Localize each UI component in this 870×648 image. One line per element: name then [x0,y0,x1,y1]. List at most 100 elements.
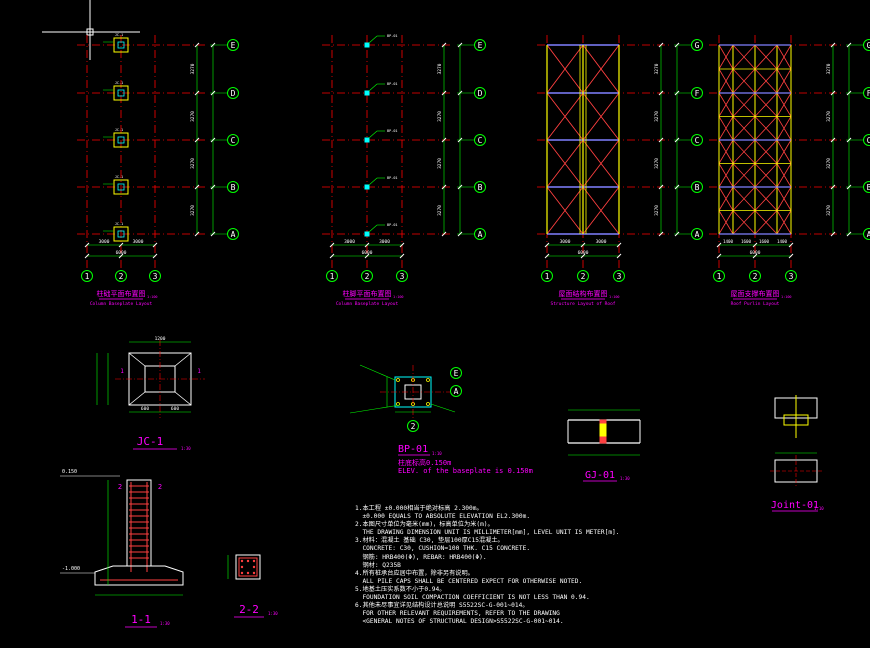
row-axis-B-circle [863,181,870,193]
note-line: 1.本工程 ±0.000相当于绝对标高 2.300m。 [355,505,483,512]
dim-text: 3270 [190,205,196,216]
baseplate [364,184,370,190]
row-axis-G-circle [691,39,703,51]
detail-scale: 1:10 [432,451,442,456]
detail-title-gj01: GJ-01 [585,470,615,481]
detail-scale: 1:30 [620,476,630,481]
purlin-brace [732,210,756,235]
note-line: 4.所有桩承台应居中布置，除非另有说明。 [355,569,474,577]
dim-tick [399,253,405,259]
col-axis-2-circle [361,270,373,282]
dim-text: 3270 [826,63,832,74]
dim-tick [399,242,405,248]
anchor-bolt [426,378,430,382]
dim-text: 3270 [654,111,660,122]
column-pier [117,41,125,49]
row-axis-B-circle [691,181,703,193]
row-axis-A-circle [227,228,239,240]
dim-tick [441,137,447,143]
note-line: ALL PILE CAPS SHALL BE CENTERED EXPECT F… [355,577,583,585]
dim-tick [210,42,216,48]
row-axis-D-label: D [231,89,236,98]
roof-brace [582,44,620,94]
leader [368,35,378,44]
row-axis-C-label: C [867,136,870,145]
dim-tick [194,184,200,190]
purlin-brace [732,68,756,94]
purlin-brace [732,139,756,164]
section-mark: 2 [118,483,122,491]
dim-tick [616,242,622,248]
rebar-dot [246,559,250,563]
plan-title-cn: 柱脚平面布置图 [343,289,392,298]
col-axis-2-label: 2 [365,272,370,281]
row-axis-B-label: B [695,183,700,192]
dim-tick [674,137,680,143]
row-axis-A-label: A [695,230,700,239]
pile-cap-tag: JC-1 [115,222,123,226]
col-axis-2-label: 2 [753,272,758,281]
baseplate-tag: BP-01 [387,34,398,38]
dim-tick [441,184,447,190]
dim-tick [364,242,370,248]
row-axis-F-label: F [867,89,870,98]
purlin-brace [732,44,756,70]
dim-text: 1400 [777,239,788,244]
dim-tick [752,242,758,248]
section-mark: 1 [197,368,201,375]
leader [368,224,378,233]
purlin-brace [776,116,792,141]
dim-tick [830,90,836,96]
baseplate [364,137,370,143]
plan-title-scale: 1:100 [393,295,404,299]
note-line: ±0.000 EQUALS TO ABSOLUTE ELEVATION EL2.… [355,513,531,521]
detail-joint01: Joint-011:10 [770,395,824,512]
dim-tick [788,253,794,259]
column-pier [117,183,125,191]
chamfer [174,352,192,367]
baseplate [364,42,370,48]
row-axis-C-circle [227,134,239,146]
dim-tick [846,184,852,190]
col-axis-3-circle [613,270,625,282]
dim-tick [118,253,124,259]
footing-section [94,565,184,586]
dim-tick [658,137,664,143]
dim-text: 3270 [437,205,443,216]
rebar-dot [252,559,256,563]
col-axis-3-label: 3 [617,272,622,281]
dim-tick [329,242,335,248]
plan-title-cn: 屋面结构布置图 [559,289,608,298]
column-pier [117,89,125,97]
col-axis-3-label: 3 [789,272,794,281]
col-axis-1-label: 1 [85,272,90,281]
bp-axis-e-circle [450,367,462,379]
dim-tick [716,242,722,248]
purlin-brace [776,210,792,235]
detail-scale: 1:30 [160,621,170,626]
dim-tick [118,242,124,248]
dim-text: 3000 [133,239,144,245]
row-axis-E-label: E [478,41,483,50]
dim-tick [580,242,586,248]
purlin-brace [718,163,734,188]
bp-axis-a-circle [450,385,462,397]
purlin-brace [776,139,792,164]
plan-title-cn: 柱础平面布置图 [97,289,146,298]
row-axis-B-label: B [867,183,870,192]
row-axis-G-label: G [867,41,870,50]
plan-title-en: Structure Layout of Roof [550,301,615,307]
row-axis-D-circle [474,87,486,99]
purlin-brace [754,186,778,211]
dim-text: 3270 [190,111,196,122]
dim-tick [846,90,852,96]
dim-tick [210,231,216,237]
dim-text: 3000 [99,239,110,245]
dim-text: 1200 [155,336,166,342]
dim-tick [210,90,216,96]
bp-axis-a-label: A [454,387,459,396]
dim-tick [457,137,463,143]
detail-scale: 1:30 [268,611,278,616]
baseplate [364,231,370,237]
